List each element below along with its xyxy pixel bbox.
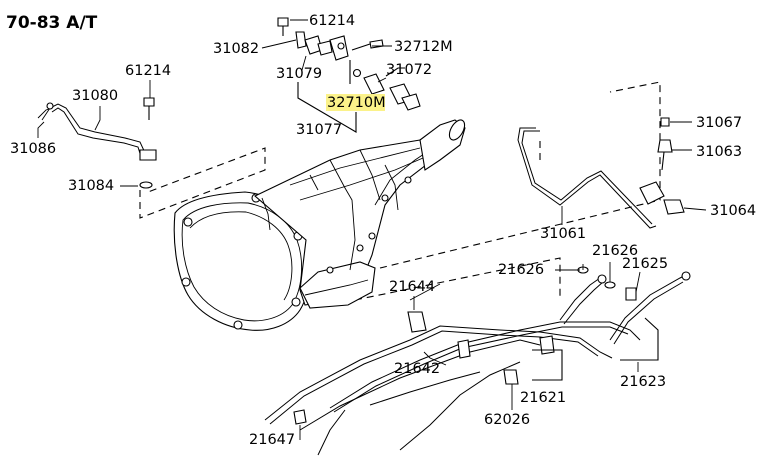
label-21626-b[interactable]: 21626 xyxy=(592,243,638,259)
label-31067[interactable]: 31067 xyxy=(696,115,742,131)
speedometer-pinion-cluster xyxy=(277,17,421,133)
label-21642[interactable]: 21642 xyxy=(394,361,440,377)
diagram-title: 70-83 A/T xyxy=(6,13,98,33)
label-31064[interactable]: 31064 xyxy=(710,203,756,219)
reference-dashed-lines xyxy=(139,81,661,301)
label-21623[interactable]: 21623 xyxy=(620,374,666,390)
label-21644[interactable]: 21644 xyxy=(389,279,435,295)
label-21625[interactable]: 21625 xyxy=(622,256,668,272)
label-31063[interactable]: 31063 xyxy=(696,144,742,160)
part-labels: 61214 31082 32712M 31079 31072 32710M 31… xyxy=(10,13,756,448)
control-rod-linkage xyxy=(517,117,707,229)
label-31072[interactable]: 31072 xyxy=(386,62,432,78)
filler-tube-assembly xyxy=(37,97,157,189)
label-62026[interactable]: 62026 xyxy=(484,412,530,428)
label-32710M[interactable]: 32710M xyxy=(327,95,386,111)
label-21647[interactable]: 21647 xyxy=(249,432,295,448)
label-61214-top[interactable]: 61214 xyxy=(309,13,355,29)
label-21621[interactable]: 21621 xyxy=(520,390,566,406)
label-31082[interactable]: 31082 xyxy=(213,41,259,57)
label-31084[interactable]: 31084 xyxy=(68,178,114,194)
label-31080[interactable]: 31080 xyxy=(72,88,118,104)
label-leaders xyxy=(120,19,580,301)
label-31086[interactable]: 31086 xyxy=(10,141,56,157)
label-31061[interactable]: 31061 xyxy=(540,226,586,242)
label-31079[interactable]: 31079 xyxy=(276,66,322,82)
highlight-32710M xyxy=(326,94,385,111)
transmission-assembly xyxy=(173,119,466,331)
label-61214-left[interactable]: 61214 xyxy=(125,63,171,79)
label-32712M[interactable]: 32712M xyxy=(394,39,453,55)
label-31077[interactable]: 31077 xyxy=(296,122,342,138)
label-21626-a[interactable]: 21626 xyxy=(498,262,544,278)
oil-cooler-lines xyxy=(264,262,691,456)
